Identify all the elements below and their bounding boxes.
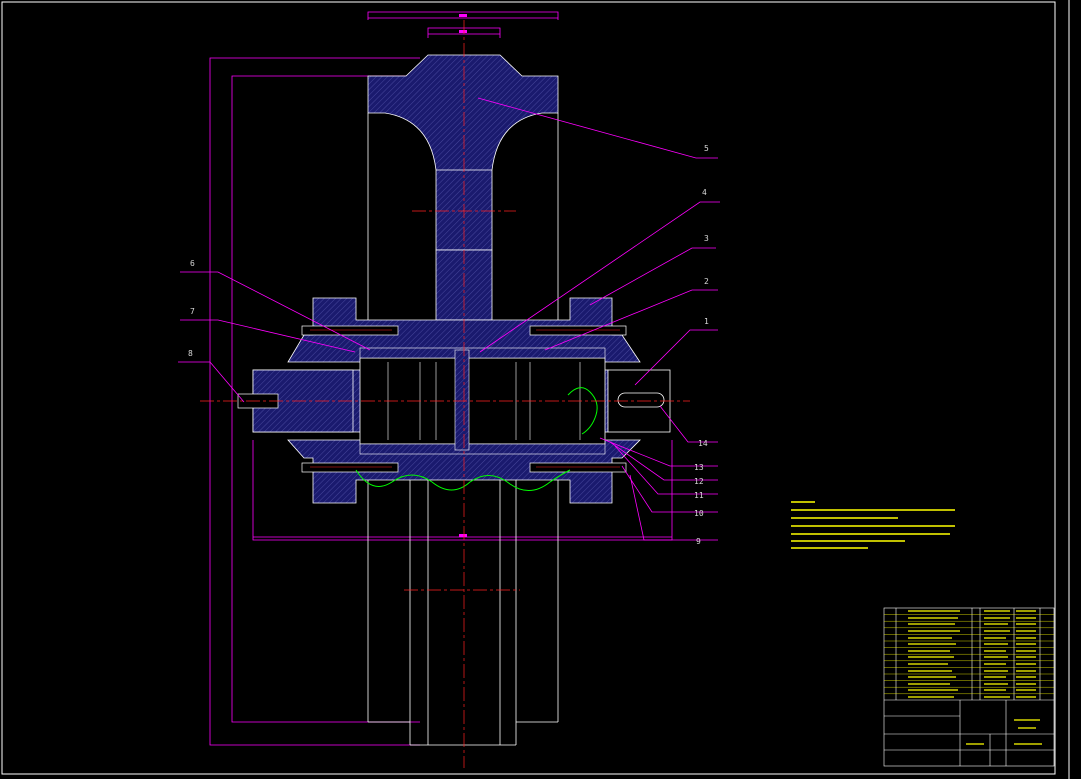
- centerlines: [200, 20, 690, 768]
- balloon-9: 9: [696, 537, 701, 546]
- balloon-13: 13: [694, 463, 704, 472]
- balloon-labels: 1 2 3 4 5 6 7 8 9 10 11 12 13 14: [188, 144, 709, 546]
- housing-lower: [287, 439, 641, 504]
- balloon-1: 1: [704, 317, 709, 326]
- balloon-14: 14: [698, 439, 708, 448]
- top-boss: [367, 54, 559, 251]
- balloon-2: 2: [704, 277, 709, 286]
- right-slot: [617, 392, 665, 408]
- break-line: [355, 469, 571, 491]
- balloon-3: 3: [704, 234, 709, 243]
- balloon-11: 11: [694, 491, 704, 500]
- balloon-4: 4: [702, 188, 707, 197]
- parts-list-entries: [908, 610, 1042, 745]
- drawing-border: [1, 1, 1056, 775]
- inner-race-bottom: [359, 443, 606, 455]
- bolt-threads: [310, 329, 620, 468]
- dimension-arrowheads: [459, 14, 467, 537]
- balloon-8: 8: [188, 349, 193, 358]
- bolts: [237, 325, 627, 473]
- balloon-7: 7: [190, 307, 195, 316]
- balloon-6: 6: [190, 259, 195, 268]
- center-web: [454, 349, 470, 451]
- parts-list-rows: [884, 614, 1054, 694]
- balloon-10: 10: [694, 509, 704, 518]
- leader-lines: [178, 97, 720, 541]
- break-line-right: [567, 387, 598, 435]
- lower-tube: [367, 480, 559, 746]
- technical-notes: [791, 501, 955, 549]
- inner-race-top: [359, 347, 606, 359]
- balloon-12: 12: [694, 477, 704, 486]
- balloon-5: 5: [704, 144, 709, 153]
